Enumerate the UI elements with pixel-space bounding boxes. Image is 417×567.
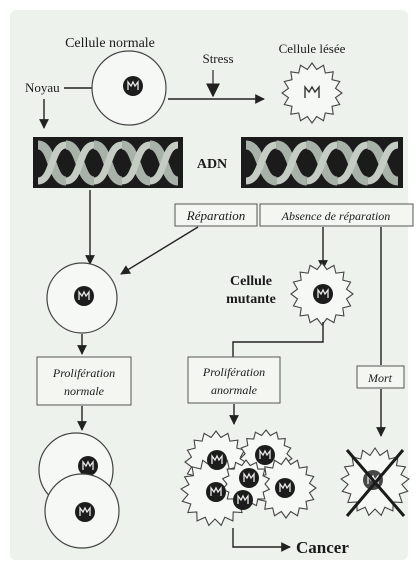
repaired-cell [47, 263, 117, 333]
nucleus-icon [255, 445, 275, 465]
label-cellule-mutante-1: Cellule [230, 274, 272, 289]
label-absence-reparation: Absence de réparation [281, 209, 391, 223]
label-cellule-lesee: Cellule lésée [279, 41, 346, 56]
label-noyau: Noyau [25, 80, 60, 95]
nucleus-icon [78, 456, 98, 476]
nucleus-icon [233, 490, 253, 510]
label-mort: Mort [367, 371, 393, 385]
label-prolif-anormale-2: anormale [211, 383, 258, 397]
nucleus-icon [206, 482, 226, 502]
nucleus-icon [313, 284, 333, 304]
label-cellule-mutante-2: mutante [226, 292, 276, 307]
label-stress: Stress [202, 51, 233, 66]
label-cellule-normale: Cellule normale [65, 36, 155, 51]
nucleus-icon [239, 468, 259, 488]
label-reparation: Réparation [186, 208, 246, 223]
label-cancer: Cancer [296, 538, 349, 557]
nucleus-icon [275, 478, 295, 498]
label-adn: ADN [197, 157, 227, 172]
damaged-cell [282, 63, 342, 123]
nucleus-icon [75, 502, 95, 522]
nucleus-icon [74, 286, 94, 306]
mutant-cell [291, 263, 353, 325]
label-prolif-anormale-1: Prolifération [202, 365, 265, 379]
daughter-cells [39, 433, 119, 548]
nucleus-icon [123, 76, 143, 96]
label-prolif-normale-1: Prolifération [52, 366, 115, 380]
nucleus-icon [207, 450, 227, 470]
normal-cell [92, 51, 166, 125]
label-prolif-normale-2: normale [64, 384, 105, 398]
